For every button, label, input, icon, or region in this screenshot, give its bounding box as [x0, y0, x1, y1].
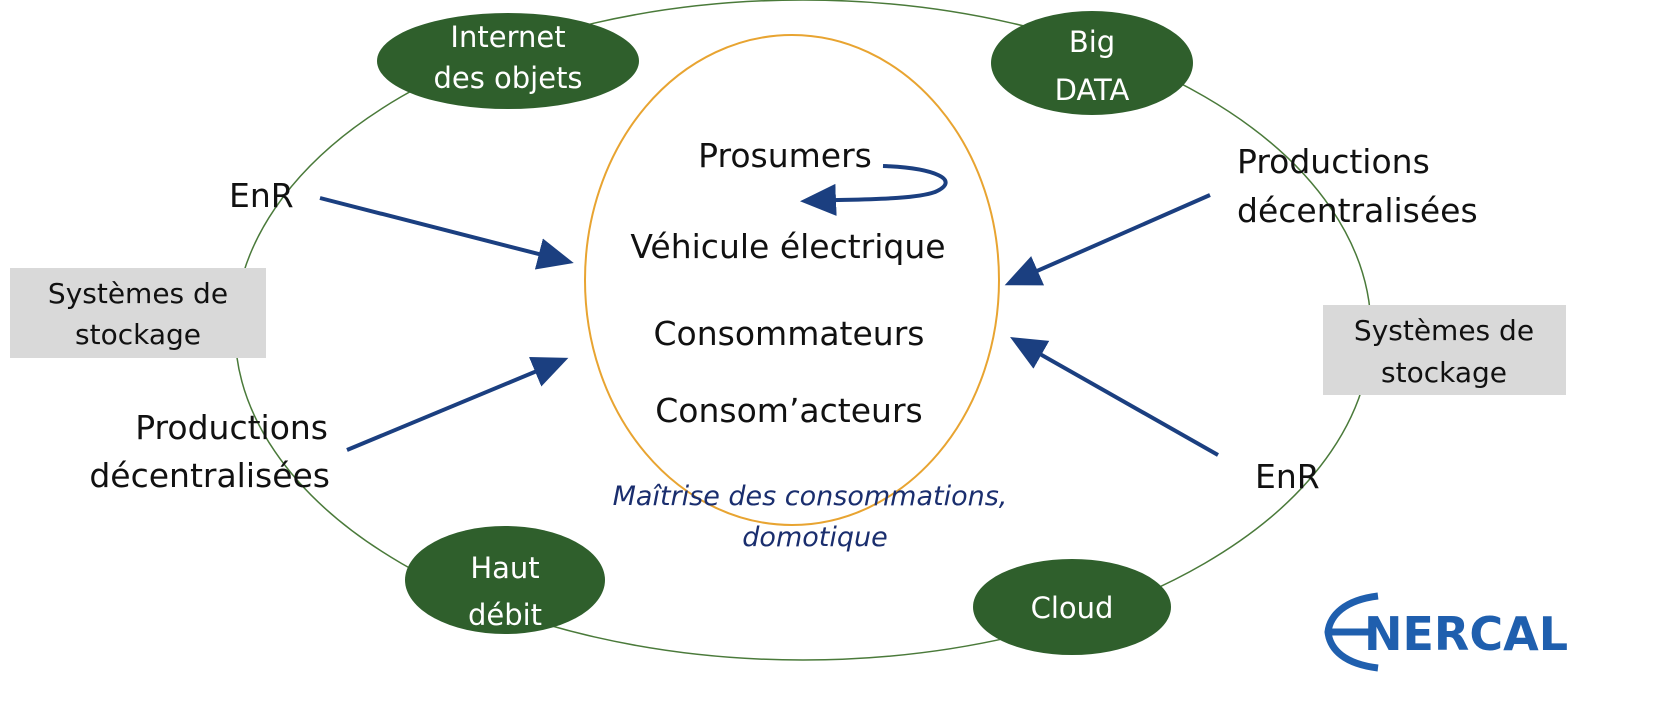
node-bigdata-line2: DATA — [1055, 73, 1130, 107]
storage-left-line2: stockage — [75, 318, 201, 351]
enercal-logo-e-mark — [1324, 592, 1379, 672]
storage-right-line1: Systèmes de — [1354, 314, 1534, 347]
outer-productions-right-line2: décentralisées — [1237, 191, 1478, 230]
arrow-productions-left — [346, 356, 569, 452]
arrow-enr-right — [1010, 337, 1219, 457]
enercal-logo-text: NERCAL — [1364, 607, 1568, 661]
enercal-logo: NERCAL — [1324, 592, 1568, 672]
node-cloud: Cloud — [973, 559, 1171, 655]
outer-productions-right-line1: Productions — [1237, 142, 1430, 181]
arrow-productions-right — [1004, 193, 1211, 286]
prosumers-loop-arrow — [800, 164, 948, 216]
center-consomacteurs: Consom’acteurs — [655, 391, 922, 430]
inner-actors-ellipse — [584, 34, 1000, 526]
outer-productions-left-line2: décentralisées — [89, 456, 330, 495]
storage-box-left: Systèmes de stockage — [10, 268, 266, 358]
storage-left-line1: Systèmes de — [48, 277, 228, 310]
center-prosumers: Prosumers — [698, 136, 872, 175]
center-consommateurs: Consommateurs — [654, 314, 925, 353]
node-hautdebit-line2: débit — [468, 598, 542, 632]
node-hautdebit-line1: Haut — [470, 551, 539, 585]
storage-right-line2: stockage — [1381, 356, 1507, 389]
node-haut-debit: Haut débit — [405, 526, 605, 634]
node-bigdata-line1: Big — [1069, 25, 1115, 59]
outer-enr-right: EnR — [1255, 457, 1320, 496]
storage-box-right: Systèmes de stockage — [1323, 305, 1566, 395]
note-maitrise-line1: Maîtrise des consommations, — [613, 481, 1008, 512]
node-internet-des-objets: Internet des objets — [377, 13, 639, 109]
node-internet-line1: Internet — [450, 20, 565, 54]
node-cloud-label: Cloud — [1031, 591, 1114, 625]
note-maitrise-line2: domotique — [742, 522, 887, 553]
arrow-enr-left — [319, 196, 574, 270]
outer-enr-left: EnR — [229, 176, 294, 215]
node-big-data: Big DATA — [991, 11, 1193, 115]
node-internet-line2: des objets — [433, 61, 582, 95]
center-vehicule-electrique: Véhicule électrique — [630, 227, 945, 266]
outer-productions-left-line1: Productions — [135, 408, 328, 447]
